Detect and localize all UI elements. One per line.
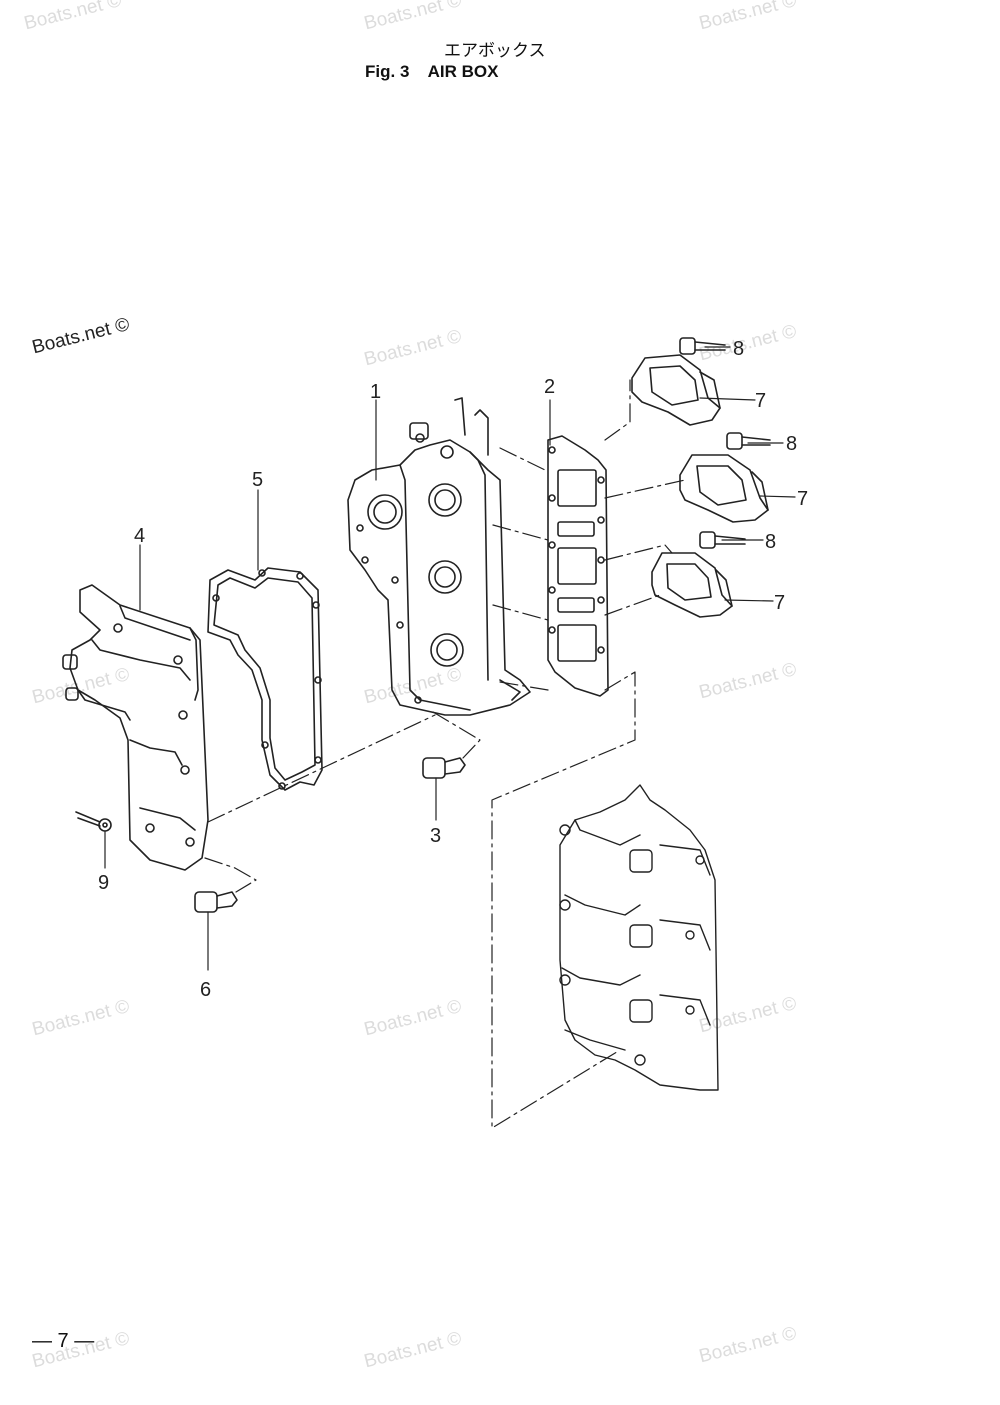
assembly-lines — [204, 379, 686, 1129]
crankcase-section — [559, 784, 719, 1091]
page-number: — 7 — — [32, 1330, 95, 1352]
callout-7: 7 — [797, 488, 808, 510]
part-7-reed-valve — [679, 454, 769, 523]
callout-numbers: 1 2 3 4 5 6 7 7 7 8 8 8 9 — [98, 338, 808, 1001]
part-9-screw — [75, 811, 112, 832]
callout-9: 9 — [98, 872, 109, 894]
part-3-plug — [422, 757, 466, 779]
callout-6: 6 — [200, 979, 211, 1001]
figure-title: Fig. 3 AIR BOX — [365, 62, 499, 81]
part-1-air-box — [347, 397, 531, 716]
leader-lines — [104, 346, 796, 971]
callout-2: 2 — [544, 376, 555, 398]
part-6-plug — [194, 891, 238, 913]
part-8-bolt — [699, 531, 746, 549]
figure-title-japanese: エアボックス — [444, 41, 546, 61]
callout-8: 8 — [733, 338, 744, 360]
callout-3: 3 — [430, 825, 441, 847]
callout-7: 7 — [755, 390, 766, 412]
callout-1: 1 — [370, 381, 381, 403]
callout-7: 7 — [774, 592, 785, 614]
callout-5: 5 — [252, 469, 263, 491]
part-7-reed-valve — [631, 354, 721, 426]
callout-4: 4 — [134, 525, 145, 547]
part-4-cover — [62, 584, 209, 871]
part-8-bolt — [679, 337, 726, 355]
part-8-bolt — [726, 432, 771, 450]
part-5-gasket — [207, 567, 323, 791]
callout-8: 8 — [786, 433, 797, 455]
part-7-reed-valve — [651, 552, 733, 618]
callout-8: 8 — [765, 531, 776, 553]
part-2-gasket — [547, 435, 609, 697]
